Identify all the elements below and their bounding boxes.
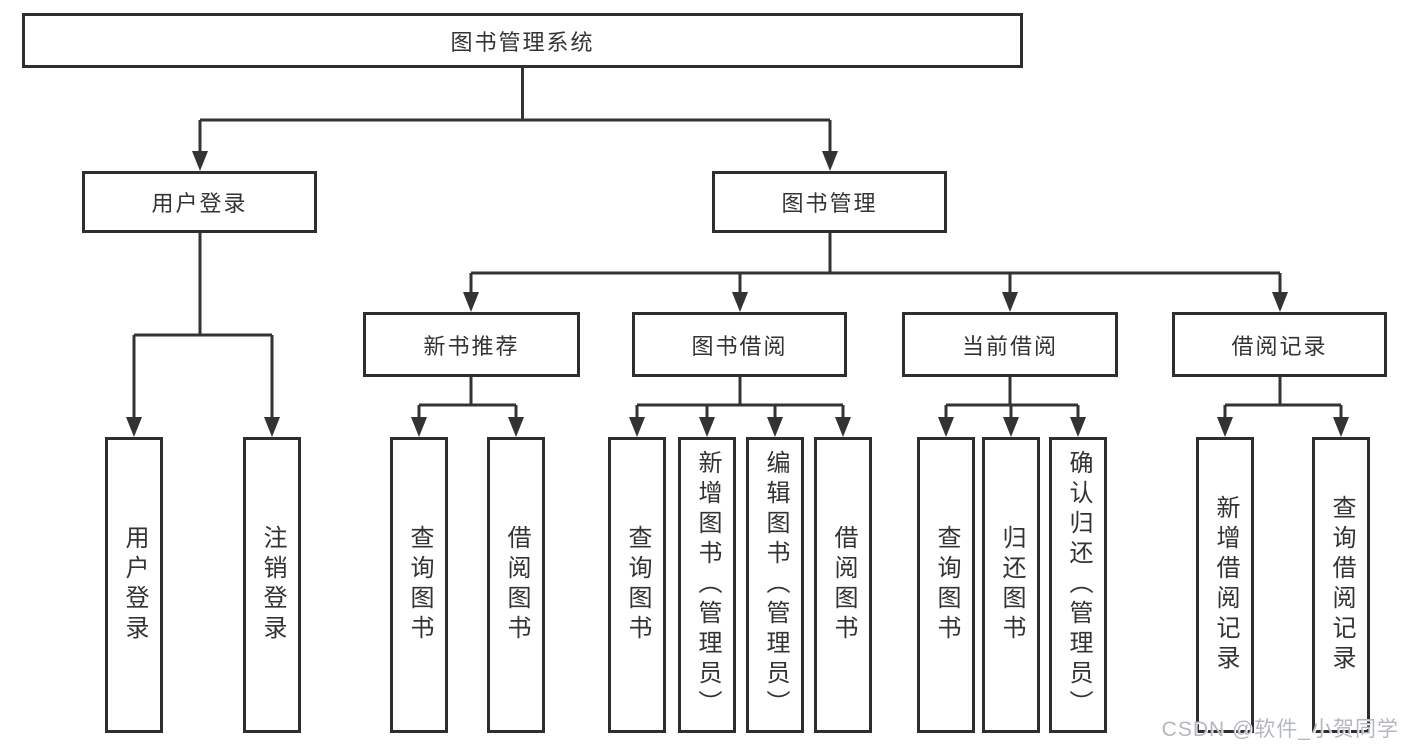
node-label: 借阅记录: [1231, 333, 1328, 359]
node-label: 注销登录: [259, 525, 286, 645]
node-label: 归还图书: [998, 525, 1025, 645]
leaf-query-books: 查询图书: [608, 437, 666, 733]
node-current-borrowing: 当前借阅: [902, 312, 1118, 377]
leaf-borrow-books: 借阅图书: [814, 437, 872, 733]
leaf-edit-books-admin: 编辑图书（管理员）: [746, 437, 804, 733]
csdn-watermark: CSDN @软件_小贺同学: [1161, 718, 1399, 741]
node-label: 新增图书（管理员）: [694, 450, 721, 720]
leaf-add-borrow-record: 新增借阅记录: [1196, 437, 1254, 733]
node-label: 查询图书: [933, 525, 960, 645]
node-label: 新增借阅记录: [1212, 495, 1239, 675]
node-label: 查询借阅记录: [1328, 495, 1355, 675]
leaf-query-borrow-record: 查询借阅记录: [1312, 437, 1370, 733]
node-label: 查询图书: [624, 525, 651, 645]
leaf-user-login: 用户登录: [105, 437, 163, 733]
leaf-return-books: 归还图书: [982, 437, 1040, 733]
node-label: 编辑图书（管理员）: [762, 450, 789, 720]
leaf-add-books-admin: 新增图书（管理员）: [678, 437, 736, 733]
node-book-management-branch: 图书管理: [712, 171, 947, 233]
node-borrowing-records: 借阅记录: [1172, 312, 1387, 377]
node-label: 图书管理: [781, 191, 878, 216]
node-user-login-branch: 用户登录: [82, 171, 317, 233]
node-label: 新书推荐: [423, 333, 520, 359]
node-label: 图书管理系统: [450, 29, 595, 55]
node-root-system: 图书管理系统: [22, 13, 1023, 68]
node-label: 用户登录: [151, 191, 248, 216]
node-label: 查询图书: [406, 525, 433, 645]
node-label: 确认归还（管理员）: [1065, 450, 1092, 720]
node-label: 用户登录: [121, 525, 148, 645]
node-book-borrowing: 图书借阅: [632, 312, 847, 377]
node-label: 借阅图书: [503, 525, 530, 645]
node-label: 图书借阅: [691, 333, 788, 359]
leaf-confirm-return-admin: 确认归还（管理员）: [1049, 437, 1107, 733]
node-new-book-recommend: 新书推荐: [363, 312, 580, 377]
leaf-query-books-recommend: 查询图书: [390, 437, 448, 733]
node-label: 借阅图书: [830, 525, 857, 645]
leaf-logout: 注销登录: [243, 437, 301, 733]
leaf-borrow-books-recommend: 借阅图书: [487, 437, 545, 733]
node-label: 当前借阅: [961, 333, 1058, 359]
leaf-query-books-current: 查询图书: [917, 437, 975, 733]
